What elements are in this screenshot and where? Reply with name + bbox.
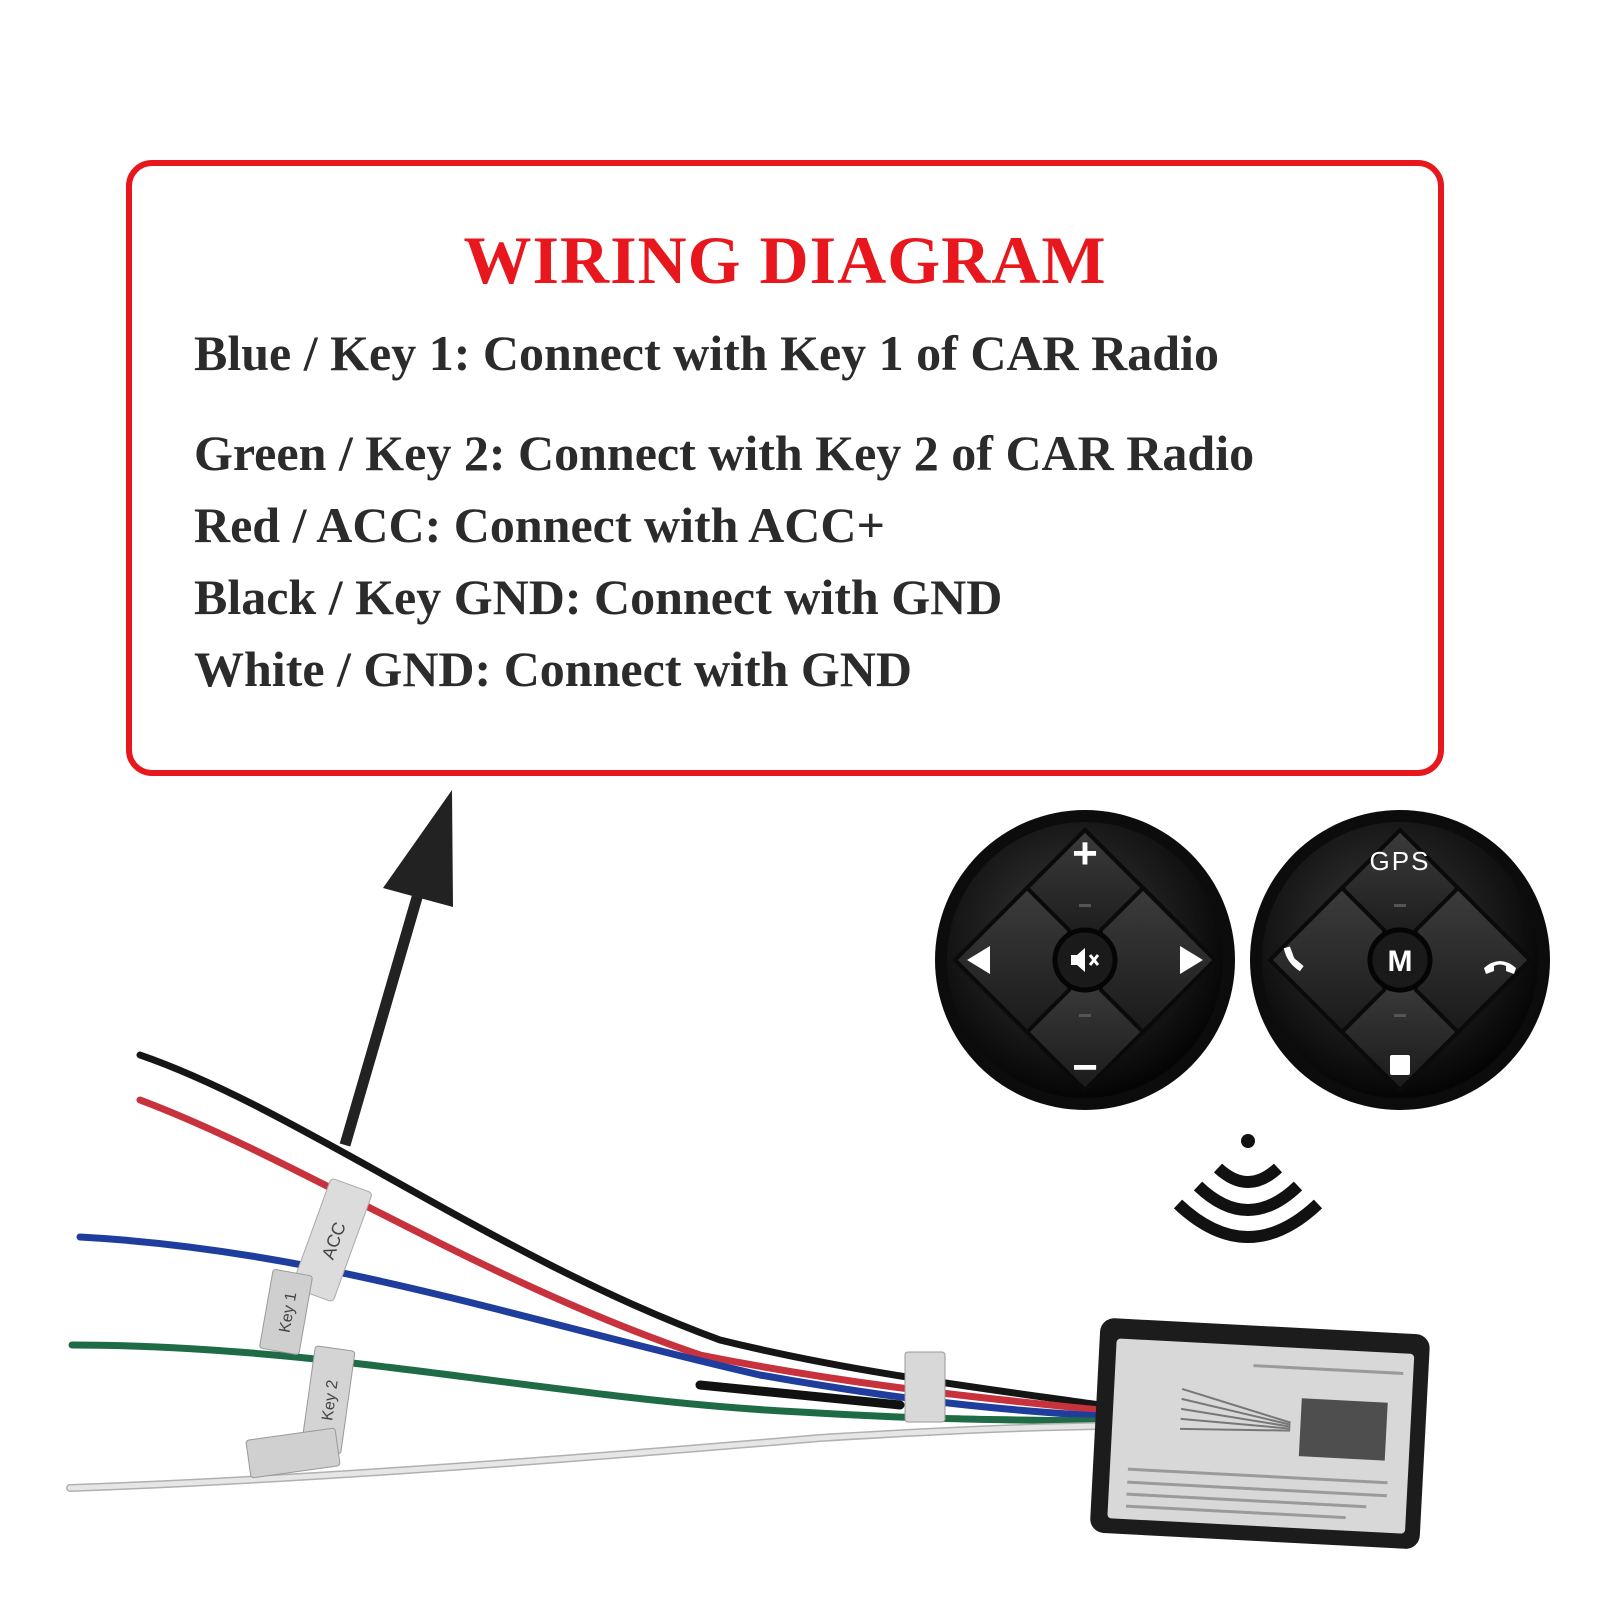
pointer-arrow [339, 790, 453, 1147]
wire-black-instruction: Black / Key GND: Connect with GND [194, 569, 1003, 625]
tag-key2: Key 2 [300, 1345, 356, 1455]
mute-button[interactable] [1052, 927, 1118, 993]
mode-label: M [1388, 945, 1413, 978]
phone-answer-icon [1283, 946, 1304, 972]
wire-white-instruction: White / GND: Connect with GND [194, 641, 913, 697]
mute-icon [1071, 948, 1100, 972]
previous-track-button[interactable] [952, 885, 1071, 1035]
wireless-signal-icon [1173, 1134, 1323, 1243]
tag-key1: Key 1 [259, 1269, 313, 1355]
wire-blue-instruction: Blue / Key 1: Connect with Key 1 of CAR … [194, 325, 1219, 381]
call-hangup-button[interactable] [1414, 885, 1533, 1035]
wire-red-instruction: Red / ACC: Connect with ACC+ [194, 497, 885, 553]
remote-right: GPS M [1250, 810, 1550, 1110]
gps-label: GPS [1370, 846, 1431, 876]
wire-blue [76, 1233, 1104, 1420]
tag-key2-label: Key 2 [319, 1379, 342, 1422]
wire-white [67, 1423, 1103, 1491]
mode-button[interactable]: M [1367, 927, 1433, 993]
wire-black [136, 1051, 1104, 1409]
call-answer-button[interactable] [1267, 885, 1386, 1035]
phone-hangup-icon [1484, 961, 1516, 974]
wire-green [68, 1341, 1104, 1425]
tag-key1-label: Key 1 [277, 1291, 301, 1334]
wire-green-instruction: Green / Key 2: Connect with Key 2 of CAR… [194, 425, 1255, 481]
wiring-diagram-box: WIRING DIAGRAM Blue / Key 1: Connect wit… [126, 160, 1444, 776]
wire-red [136, 1096, 1104, 1414]
remote-left: + − [935, 810, 1235, 1110]
tag-acc: ACC [292, 1178, 372, 1302]
control-module [1090, 1318, 1430, 1549]
wire-tags: ACC Key 1 Key 2 [245, 1178, 946, 1479]
minus-label: − [1072, 1043, 1098, 1092]
previous-icon [967, 946, 990, 974]
plus-label: + [1072, 829, 1098, 878]
next-icon [1180, 946, 1203, 974]
stop-icon [1390, 1055, 1410, 1075]
wiring-harness [66, 1051, 1104, 1492]
next-track-button[interactable] [1099, 885, 1218, 1035]
diagram-title: WIRING DIAGRAM [463, 222, 1107, 298]
